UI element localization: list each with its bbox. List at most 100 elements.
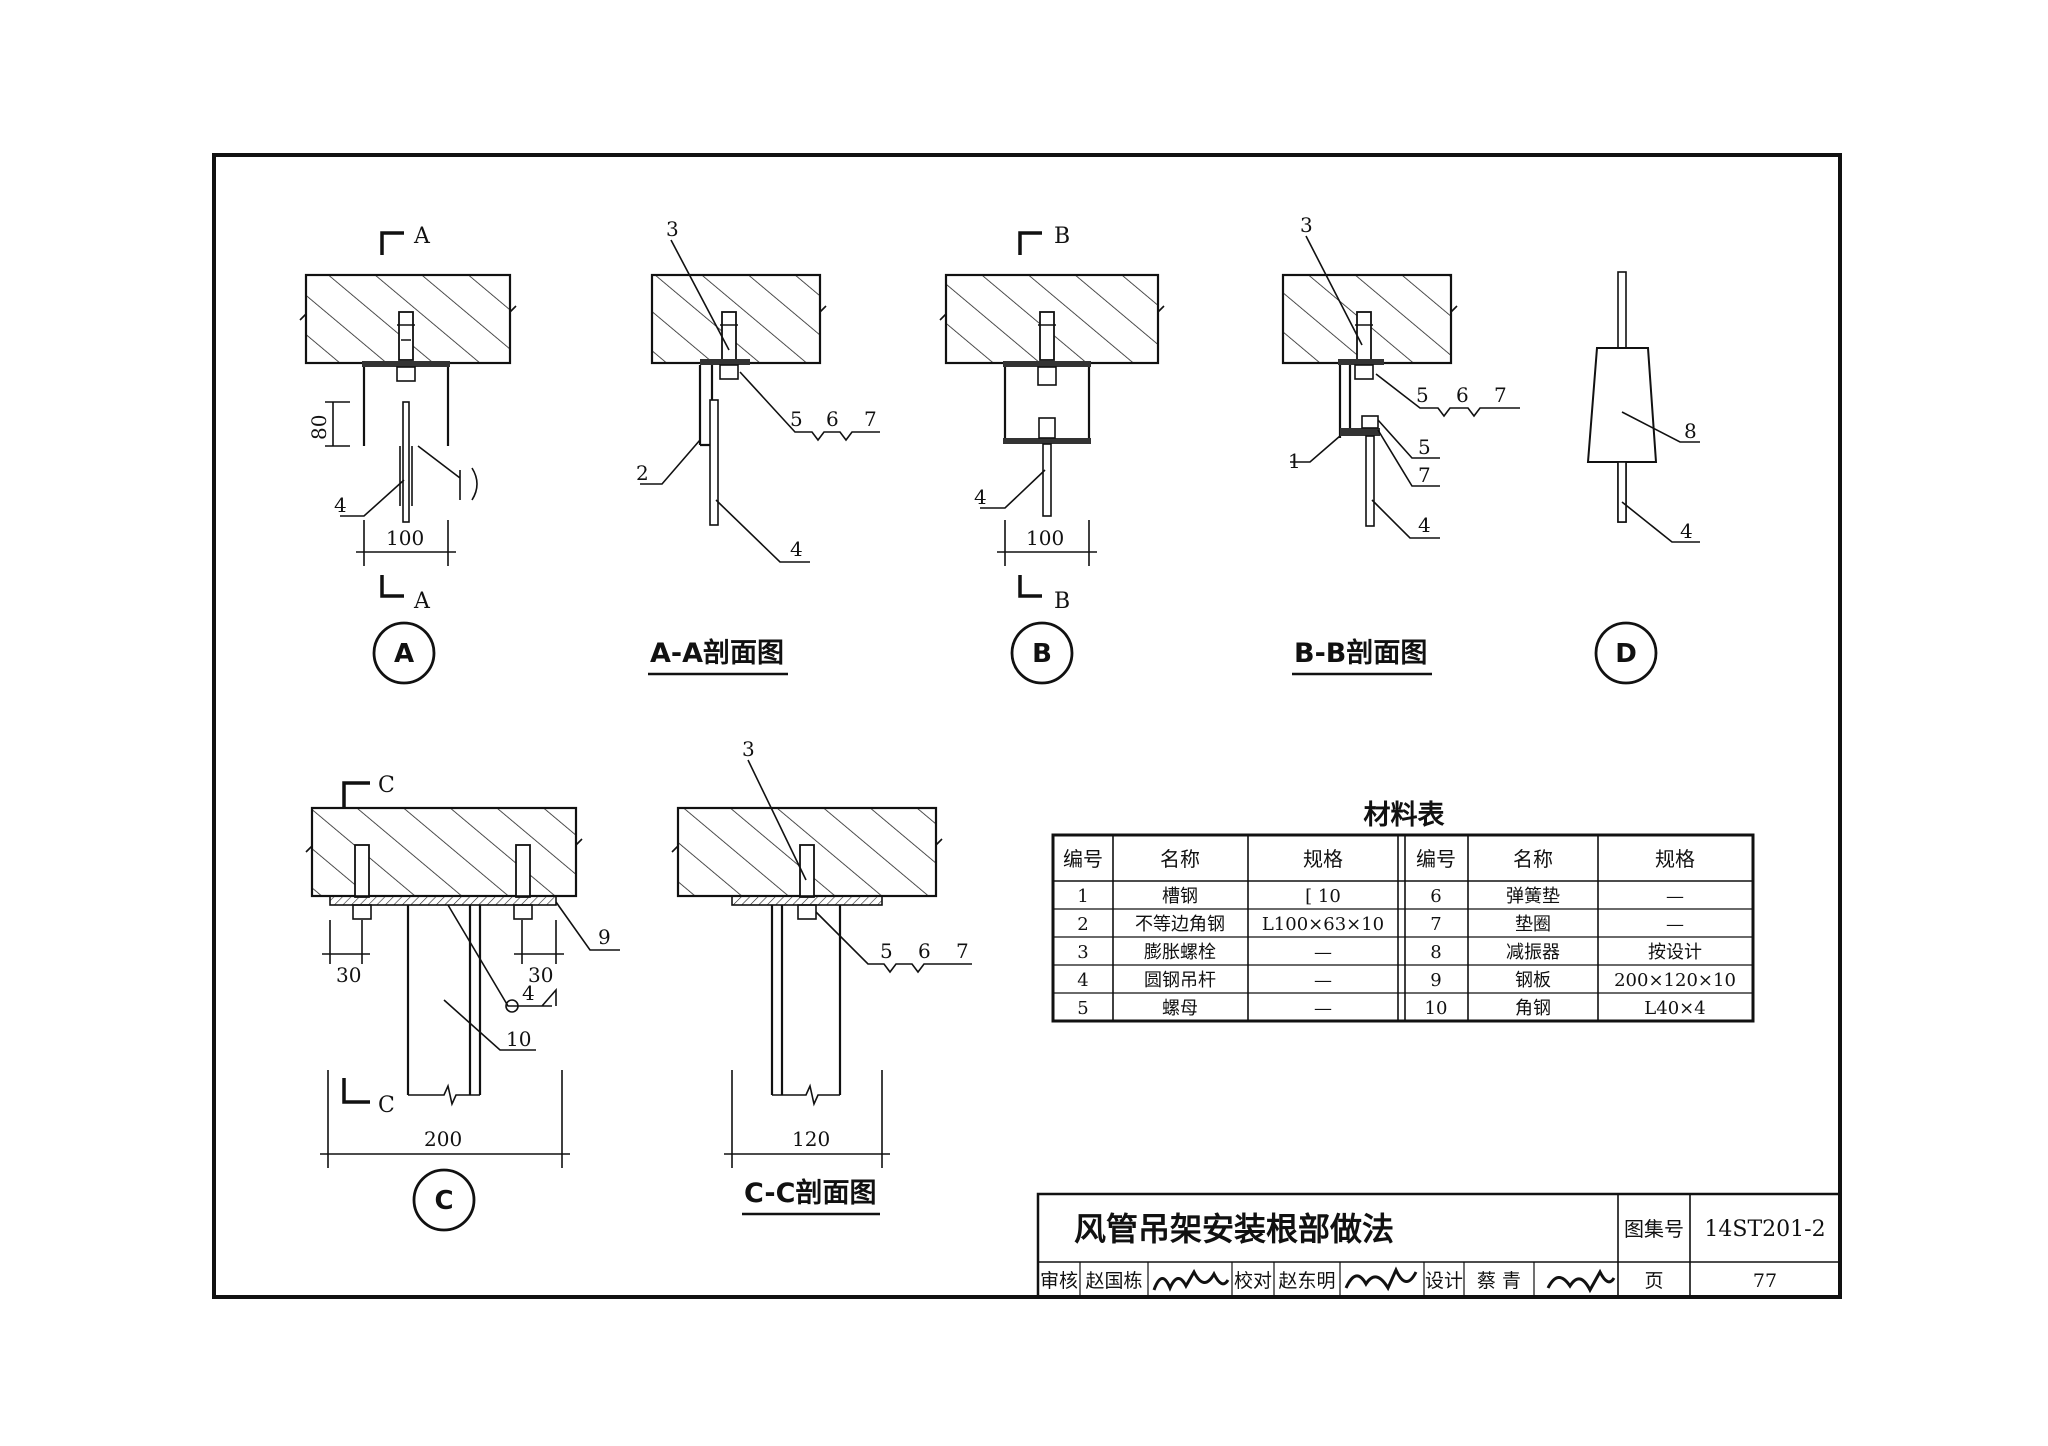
- svg-text:10: 10: [506, 1027, 531, 1051]
- hanger-rod: [1365, 435, 1375, 527]
- table-header: 编号 名称 规格 编号 名称 规格: [1063, 847, 1695, 871]
- svg-text:5: 5: [790, 407, 803, 431]
- base-plate: [1003, 361, 1091, 367]
- svg-text:B: B: [1032, 639, 1052, 669]
- view-bb: 3 1 4 5 6 7 5 7 B-B剖面图: [1281, 213, 1520, 676]
- drawing-title: 风管吊架安装根部做法: [1074, 1210, 1394, 1248]
- angle-steel: [406, 905, 482, 1095]
- hanger-rod: [709, 399, 719, 526]
- svg-text:30: 30: [336, 963, 361, 987]
- dim-width: 100: [386, 526, 424, 550]
- section-mark-bottom: [342, 1078, 370, 1104]
- svg-text:6: 6: [1456, 383, 1469, 407]
- svg-text:2: 2: [636, 461, 649, 485]
- svg-text:赵东明: 赵东明: [1278, 1270, 1335, 1292]
- svg-text:4: 4: [1680, 519, 1693, 543]
- channel-steel: [1003, 367, 1091, 440]
- table-title: 材料表: [1364, 800, 1445, 831]
- svg-text:—: —: [1666, 914, 1684, 935]
- material-table: 材料表 编号 名称 规格 编号 名称 规格 1 槽钢 [ 10: [1051, 800, 1755, 1023]
- view-circle: [1010, 621, 1074, 685]
- svg-text:角钢: 角钢: [1515, 998, 1551, 1019]
- table-row: 2 不等边角钢 L100×63×10 7 垫圈 —: [1077, 914, 1684, 935]
- dim-width: 100: [1026, 526, 1064, 550]
- svg-text:C: C: [378, 1093, 395, 1118]
- svg-text:30: 30: [528, 963, 553, 987]
- svg-text:1: 1: [1288, 449, 1301, 473]
- svg-text:编号: 编号: [1416, 847, 1456, 871]
- svg-text:校对: 校对: [1234, 1270, 1272, 1292]
- svg-text:B: B: [1054, 224, 1070, 249]
- view-d: 8 4 D: [1586, 271, 1700, 685]
- svg-text:5: 5: [880, 939, 893, 963]
- svg-text:圆钢吊杆: 圆钢吊杆: [1144, 970, 1216, 991]
- hanger-rod: [1042, 443, 1052, 517]
- svg-text:C: C: [378, 773, 395, 798]
- svg-text:槽钢: 槽钢: [1162, 886, 1198, 907]
- svg-text:弹簧垫: 弹簧垫: [1506, 886, 1560, 907]
- title-block: 风管吊架安装根部做法 图集号 14ST201-2 审核 赵国栋 校对 赵东明 设…: [1036, 1192, 1842, 1299]
- view-a: A 80 100 4 A A: [299, 224, 517, 685]
- svg-text:规格: 规格: [1655, 847, 1695, 871]
- svg-text:页: 页: [1644, 1270, 1663, 1292]
- svg-text:3: 3: [1300, 213, 1313, 237]
- damper: [1586, 347, 1658, 463]
- svg-text:—: —: [1314, 998, 1332, 1019]
- svg-text:C: C: [434, 1186, 453, 1216]
- view-title: A-A剖面图: [650, 637, 784, 669]
- svg-text:7: 7: [1418, 463, 1431, 487]
- dim-height: 80: [307, 415, 331, 440]
- section-mark-bottom: [1018, 575, 1042, 598]
- svg-text:名称: 名称: [1160, 847, 1200, 871]
- svg-text:4: 4: [974, 485, 987, 509]
- svg-text:不等边角钢: 不等边角钢: [1135, 914, 1225, 935]
- angle-steel: [770, 905, 842, 1095]
- svg-text:蔡 青: 蔡 青: [1477, 1270, 1521, 1292]
- callout-4: 4: [334, 493, 347, 517]
- svg-text:[ 10: [ 10: [1305, 886, 1341, 907]
- base-plate: [700, 359, 750, 365]
- svg-text:—: —: [1666, 886, 1684, 907]
- section-mark-top: [1018, 231, 1042, 255]
- signature-designer: [1546, 1268, 1616, 1294]
- sheet-frame: [212, 153, 1842, 1299]
- svg-text:图集号: 图集号: [1624, 1217, 1684, 1241]
- svg-text:审核: 审核: [1040, 1270, 1078, 1292]
- svg-text:9: 9: [1430, 970, 1441, 991]
- view-title: B-B剖面图: [1294, 637, 1427, 669]
- section-mark-label-bottom: A: [413, 589, 431, 614]
- svg-text:3: 3: [1077, 942, 1088, 963]
- dim-width: 120: [792, 1127, 830, 1151]
- svg-text:1: 1: [1077, 886, 1088, 907]
- anchor-bolt: [721, 311, 737, 361]
- svg-text:—: —: [1314, 970, 1332, 991]
- svg-text:3: 3: [742, 737, 755, 761]
- svg-text:5: 5: [1418, 435, 1431, 459]
- svg-text:7: 7: [956, 939, 969, 963]
- svg-text:8: 8: [1684, 419, 1697, 443]
- table-row: 1 槽钢 [ 10 6 弹簧垫 —: [1077, 886, 1684, 907]
- anchor-bolt: [1039, 311, 1055, 361]
- svg-text:6: 6: [918, 939, 931, 963]
- svg-text:4: 4: [1418, 513, 1431, 537]
- view-aa: 3 2 4 5 6 7 A-A剖面图: [636, 217, 880, 676]
- anchor-bolt: [398, 311, 414, 361]
- svg-text:7: 7: [864, 407, 877, 431]
- signature-checker: [1344, 1266, 1418, 1292]
- svg-text:—: —: [1314, 942, 1332, 963]
- atlas-number: 14ST201-2: [1704, 1217, 1825, 1242]
- svg-text:4: 4: [522, 981, 535, 1005]
- svg-text:4: 4: [1077, 970, 1088, 991]
- svg-text:赵国栋: 赵国栋: [1085, 1270, 1142, 1292]
- svg-text:D: D: [1615, 639, 1637, 669]
- steel-plate: [731, 895, 883, 906]
- base-plate: [1338, 359, 1384, 365]
- channel-steel: [1338, 365, 1352, 438]
- svg-text:设计: 设计: [1425, 1270, 1463, 1292]
- svg-text:3: 3: [666, 217, 679, 241]
- section-mark-label-top: A: [413, 224, 431, 249]
- base-plate: [362, 361, 450, 367]
- view-cc: 3 5 6 7 120 C-C剖面图: [671, 737, 972, 1216]
- dim-width: 200: [424, 1127, 462, 1151]
